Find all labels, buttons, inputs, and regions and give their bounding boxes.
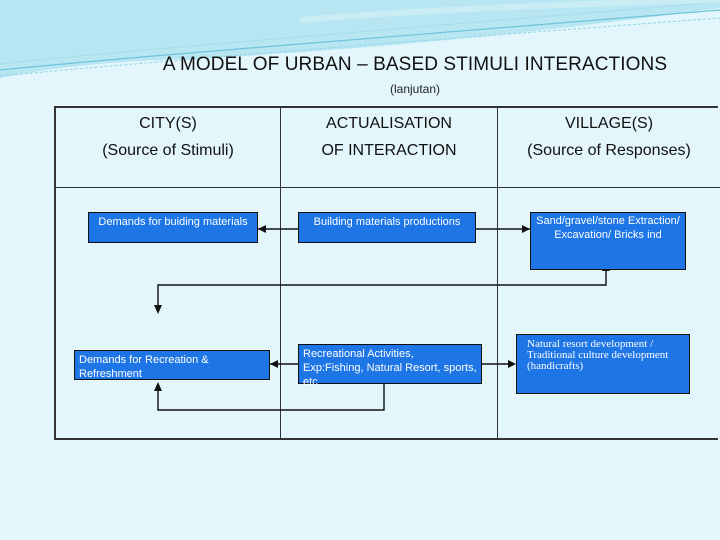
page-title: A MODEL OF URBAN – BASED STIMULI INTERAC… (162, 54, 668, 75)
box-demand-recreation-text: Demands for Recreation & Refreshment (79, 354, 209, 380)
column-header-village-title: VILLAGE(S) (564, 115, 654, 132)
page-subtitle: (lanjutan) (389, 82, 441, 96)
box-demand-building-materials: Demands for buiding materials (88, 212, 258, 243)
model-table-frame (54, 106, 718, 440)
box-natural-resort-response: Natural resort development / Traditional… (516, 334, 690, 394)
column-header-city: CITY(S) (Source of Stimuli) (56, 110, 280, 164)
box-extraction-response-text: Sand/gravel/stone Extraction/ Excavation… (536, 215, 680, 241)
column-header-actualisation: ACTUALISATION OF INTERACTION (281, 110, 497, 164)
box-building-materials-production-text: Building materials productions (313, 216, 461, 228)
box-demand-recreation: Demands for Recreation & Refreshment (74, 350, 270, 380)
decorative-swoosh (0, 0, 720, 78)
box-building-materials-production: Building materials productions (298, 212, 476, 243)
column-header-village-caption: (Source of Responses) (527, 142, 691, 159)
box-natural-resort-response-text: Natural resort development / Traditional… (527, 338, 669, 372)
box-recreational-activities: Recreational Activities, Exp:Fishing, Na… (298, 344, 482, 388)
column-header-actualisation-caption: OF INTERACTION (321, 142, 457, 159)
column-header-city-title: CITY(S) (139, 115, 197, 132)
column-header-actualisation-title: ACTUALISATION (326, 115, 452, 132)
box-recreational-activities-text: Recreational Activities, Exp:Fishing, Na… (303, 348, 477, 388)
header-divider (54, 187, 720, 188)
box-extraction-response: Sand/gravel/stone Extraction/ Excavation… (530, 212, 686, 270)
column-header-village: VILLAGE(S) (Source of Responses) (498, 110, 720, 164)
box-demand-building-materials-text: Demands for buiding materials (98, 216, 248, 228)
column-header-city-caption: (Source of Stimuli) (102, 142, 234, 159)
